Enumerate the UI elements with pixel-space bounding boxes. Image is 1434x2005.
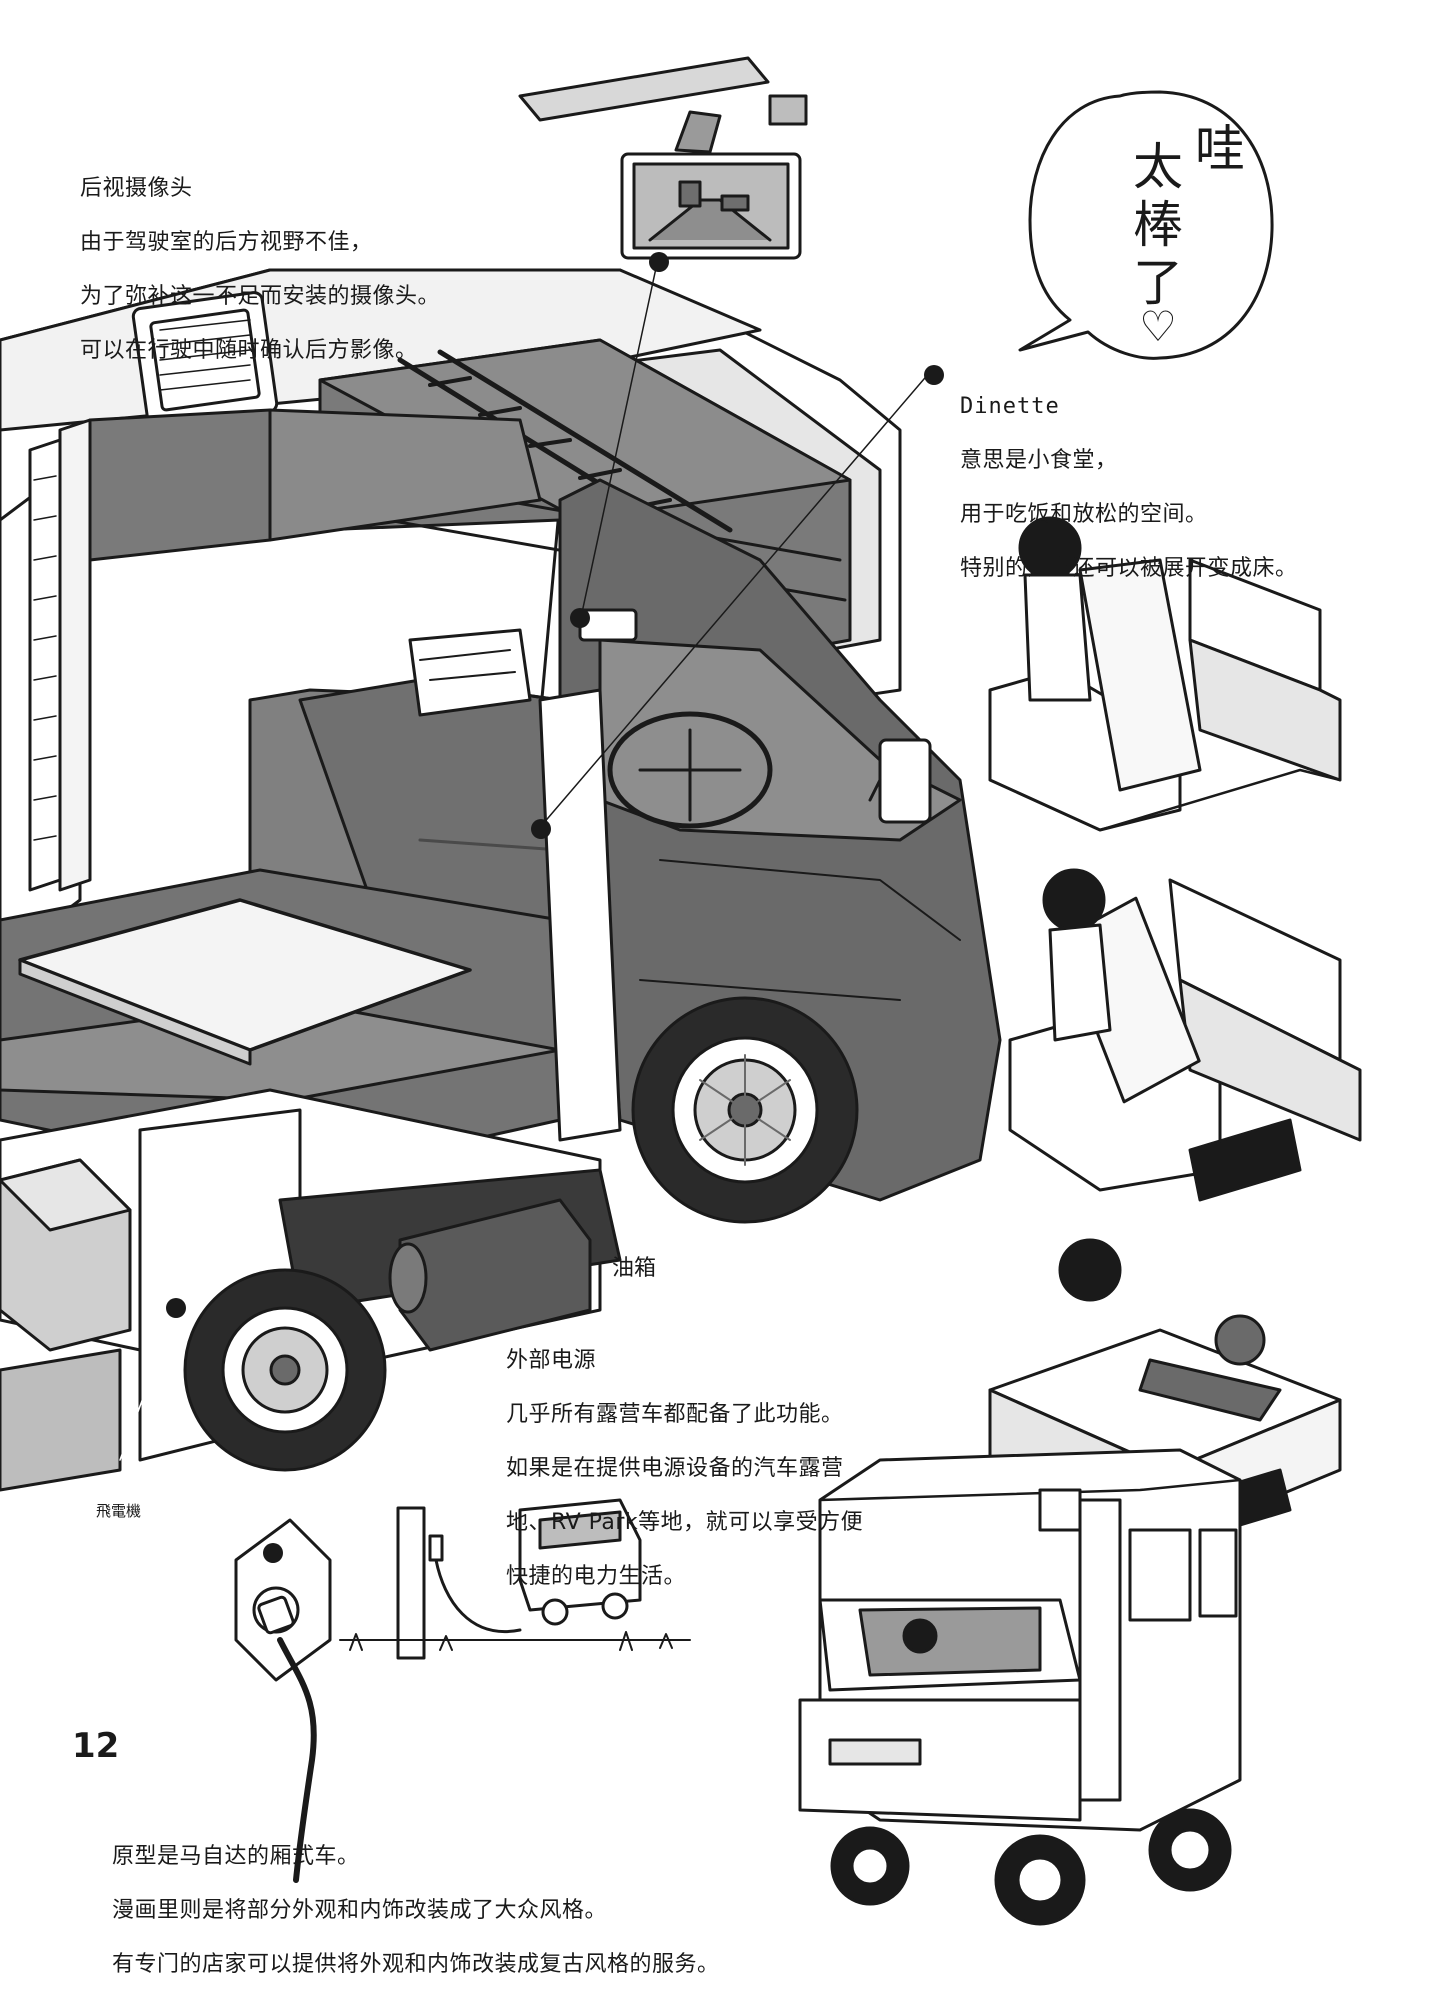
speech-char-wa: 哇 — [1195, 120, 1245, 178]
external-power-line-3: 地、RV Park等地，就可以享受方便 — [506, 1510, 864, 1535]
base-model-line-2: 漫画里则是将部分外观和内饰改装成了大众风格。 — [112, 1898, 608, 1923]
speech-bubble-outline — [1018, 90, 1274, 360]
rear-camera-title: 后视摄像头 — [80, 176, 193, 201]
dinette-line-3: 特别的是它还可以被展开变成床。 — [960, 556, 1298, 581]
power-socket-drawing — [234, 1518, 332, 1883]
base-model-line-3: 有专门的店家可以提供将外观和内饰改装成复古风格的服务。 — [112, 1952, 720, 1977]
dinette-step-1 — [988, 516, 1342, 832]
fuel-tank-label: 油箱 — [612, 1256, 657, 1281]
artist-signature: 飛電機 — [96, 1502, 142, 1520]
rear-camera-line-1: 由于驾驶室的后方视野不佳， — [80, 230, 373, 255]
camper-exterior — [798, 1448, 1242, 1926]
base-model-line-1: 原型是马自达的厢式车。 — [112, 1844, 360, 1869]
rear-camera-note: 后视摄像头 由于驾驶室的后方视野不佳， 为了弥补这一不足而安装的摄像头。 可以在… — [80, 148, 440, 391]
wheel-rear — [183, 1268, 387, 1472]
rear-camera-line-3: 可以在行驶中随时确认后方影像。 — [80, 338, 418, 363]
external-power-line-4: 快捷的电力生活。 — [506, 1564, 687, 1589]
base-model-note: 原型是马自达的厢式车。 漫画里则是将部分外观和内饰改装成了大众风格。 有专门的店… — [112, 1816, 720, 2005]
speech-char-tai: 太 — [1133, 138, 1183, 196]
dinette-line-2: 用于吃饭和放松的空间。 — [960, 502, 1208, 527]
campsite-sketch — [339, 1498, 691, 1660]
external-power-line-1: 几乎所有露营车都配备了此功能。 — [506, 1402, 844, 1427]
dinette-title: Dinette — [960, 394, 1060, 419]
dinette-line-1: 意思是小食堂， — [960, 448, 1118, 473]
rear-monitor-drawing — [518, 56, 808, 260]
heart-icon: ♡ — [1139, 302, 1177, 351]
speech-char-bang: 棒 — [1133, 196, 1183, 254]
rear-camera-line-2: 为了弥补这一不足而安装的摄像头。 — [80, 284, 441, 309]
dinette-step-2 — [1008, 868, 1362, 1202]
dinette-note: Dinette 意思是小食堂， 用于吃饭和放松的空间。 特别的是它还可以被展开变… — [960, 366, 1298, 609]
external-power-note: 外部电源 几乎所有露营车都配备了此功能。 如果是在提供电源设备的汽车露营 地、R… — [506, 1320, 863, 1617]
external-power-title: 外部电源 — [506, 1348, 597, 1373]
page-number: 12 — [72, 1726, 120, 1766]
external-power-line-2: 如果是在提供电源设备的汽车露营 — [506, 1456, 844, 1481]
callout-leaders — [119, 267, 931, 1561]
speech-bubble-text: 哇 太 棒 了 ♡ — [1100, 120, 1270, 351]
wheel-front — [631, 996, 859, 1224]
speech-char-le: 了 — [1133, 254, 1183, 312]
